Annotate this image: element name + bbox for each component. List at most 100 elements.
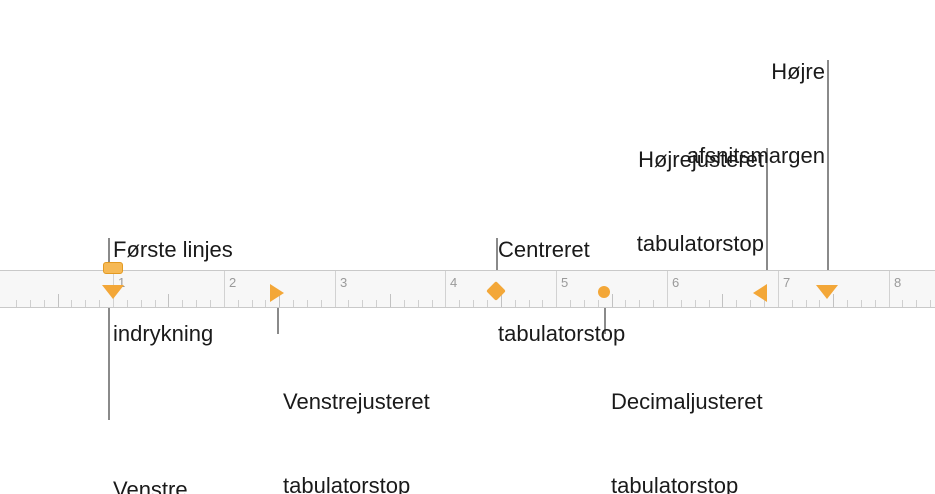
ruler-minor-tick <box>764 300 765 307</box>
ruler-minor-tick <box>182 300 183 307</box>
ruler-minor-tick <box>210 300 211 307</box>
ruler-minor-tick <box>639 300 640 307</box>
callout-line: indrykning <box>113 321 214 346</box>
ruler-inch-line <box>556 271 557 307</box>
callout-line: Centreret <box>498 237 590 262</box>
callout-right-paragraph-margin: Højre afsnitsmargen <box>687 2 825 226</box>
ruler-inch-line <box>445 271 446 307</box>
callout-first-line-indent: Første linjes indrykning <box>113 180 233 404</box>
ruler-minor-tick <box>736 300 737 307</box>
callout-line: Højre <box>771 59 825 84</box>
ruler-minor-tick <box>459 300 460 307</box>
ruler-minor-tick <box>930 300 931 307</box>
leader-line-right-paragraph-margin <box>827 60 829 270</box>
ruler-inch-line <box>889 271 890 307</box>
ruler-half-inch-tick <box>722 294 723 307</box>
ruler-minor-tick <box>99 300 100 307</box>
ruler-minor-tick <box>307 300 308 307</box>
callout-line: tabulatorstop <box>611 473 739 494</box>
ruler-inch-label: 8 <box>894 275 902 290</box>
ruler-minor-tick <box>625 300 626 307</box>
ruler-inch-line <box>224 271 225 307</box>
callout-line: tabulatorstop <box>636 231 764 256</box>
ruler-minor-tick <box>902 300 903 307</box>
ruler-minor-tick <box>529 300 530 307</box>
ruler-minor-tick <box>875 300 876 307</box>
ruler-minor-tick <box>653 300 654 307</box>
leader-line-right-aligned-tab-stop <box>766 148 768 270</box>
ruler-minor-tick <box>348 300 349 307</box>
callout-line: Venstre <box>113 477 188 494</box>
ruler-half-inch-tick <box>612 294 613 307</box>
ruler-minor-tick <box>376 300 377 307</box>
ruler-minor-tick <box>681 300 682 307</box>
ruler-minor-tick <box>861 300 862 307</box>
ruler-inch-label: 4 <box>450 275 458 290</box>
ruler-minor-tick <box>155 300 156 307</box>
leader-line-centered-tab-stop <box>496 238 498 270</box>
callout-line: Højrejusteret <box>638 147 764 172</box>
ruler-minor-tick <box>806 300 807 307</box>
ruler-inch-label: 2 <box>229 275 237 290</box>
leader-line-left-paragraph-margin <box>108 308 110 420</box>
callout-line: afsnitsmargen <box>686 143 825 168</box>
ruler-half-inch-tick <box>501 294 502 307</box>
left-aligned-tab-stop-marker[interactable] <box>270 284 284 302</box>
callout-line: tabulatorstop <box>283 473 411 494</box>
ruler-minor-tick <box>916 300 917 307</box>
ruler-inch-label: 6 <box>672 275 680 290</box>
callout-line: Decimaljusteret <box>611 389 763 414</box>
ruler-half-inch-tick <box>58 294 59 307</box>
leader-line-decimal-tab-stop <box>604 308 606 334</box>
callout-left-paragraph-margin: Venstre afsnitsmargen <box>113 420 251 494</box>
ruler-minor-tick <box>362 300 363 307</box>
ruler-minor-tick <box>30 300 31 307</box>
decimal-tab-stop-marker[interactable] <box>598 286 610 298</box>
ruler-inch-label: 5 <box>561 275 569 290</box>
ruler-minor-tick <box>196 300 197 307</box>
ruler-minor-tick <box>584 300 585 307</box>
first-line-indent-marker[interactable] <box>103 262 123 274</box>
ruler-minor-tick <box>792 300 793 307</box>
callout-line: Første linjes <box>113 237 233 262</box>
left-paragraph-margin-marker[interactable] <box>102 285 124 299</box>
right-aligned-tab-stop-marker[interactable] <box>753 284 767 302</box>
ruler-inch-label: 7 <box>783 275 791 290</box>
ruler-minor-tick <box>321 300 322 307</box>
ruler-minor-tick <box>141 300 142 307</box>
callout-decimal-tab-stop: Decimaljusteret tabulatorstop <box>611 332 763 494</box>
ruler-minor-tick <box>570 300 571 307</box>
ruler-minor-tick <box>404 300 405 307</box>
ruler-minor-tick <box>750 300 751 307</box>
ruler-minor-tick <box>709 300 710 307</box>
ruler-minor-tick <box>418 300 419 307</box>
ruler-minor-tick <box>127 300 128 307</box>
ruler-minor-tick <box>847 300 848 307</box>
ruler-minor-tick <box>819 300 820 307</box>
leader-line-left-aligned-tab-stop <box>277 308 279 334</box>
ruler-minor-tick <box>542 300 543 307</box>
ruler-minor-tick <box>252 300 253 307</box>
leader-line-first-line-indent <box>108 238 110 270</box>
callout-centered-tab-stop: Centreret tabulatorstop <box>498 180 625 404</box>
ruler-minor-tick <box>238 300 239 307</box>
ruler-minor-tick <box>695 300 696 307</box>
callout-right-aligned-tab-stop: Højrejusteret tabulatorstop <box>637 90 764 314</box>
ruler-minor-tick <box>432 300 433 307</box>
right-paragraph-margin-marker[interactable] <box>816 285 838 299</box>
callout-left-aligned-tab-stop: Venstrejusteret tabulatorstop <box>283 332 430 494</box>
ruler-inch-line <box>667 271 668 307</box>
ruler-minor-tick <box>487 300 488 307</box>
ruler-minor-tick <box>85 300 86 307</box>
ruler-minor-tick <box>598 300 599 307</box>
ruler-half-inch-tick <box>390 294 391 307</box>
ruler-half-inch-tick <box>833 294 834 307</box>
ruler-inch-line <box>778 271 779 307</box>
ruler-inch-label: 1 <box>118 275 126 290</box>
ruler-minor-tick <box>293 300 294 307</box>
ruler-minor-tick <box>515 300 516 307</box>
ruler-minor-tick <box>265 300 266 307</box>
